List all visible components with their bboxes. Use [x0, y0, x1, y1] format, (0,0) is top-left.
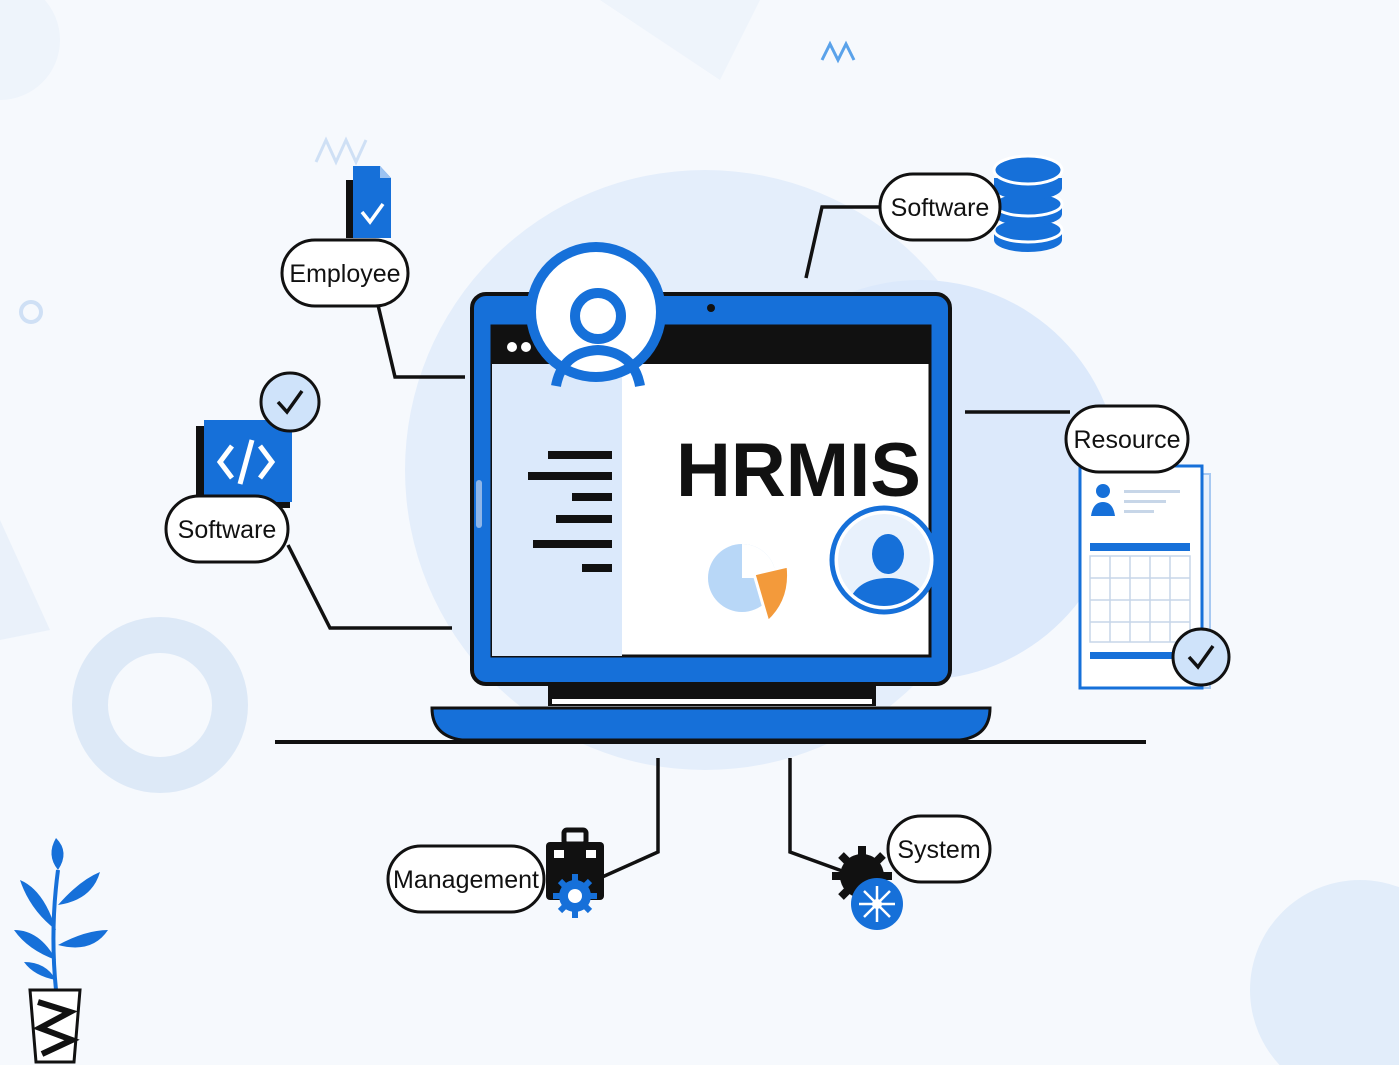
profile-avatar-icon	[526, 242, 666, 388]
software-left-label: Software	[178, 516, 277, 544]
plant-decoration-icon	[14, 838, 108, 1064]
screen-title: HRMIS	[676, 428, 921, 513]
resource-label: Resource	[1074, 426, 1181, 454]
system-node: System	[886, 814, 992, 884]
employee-node: Employee	[280, 238, 410, 308]
employee-label: Employee	[289, 260, 400, 288]
document-check-icon	[346, 166, 391, 238]
code-icon	[196, 420, 292, 508]
software-left-node: Software	[164, 494, 290, 564]
management-node: Management	[386, 844, 546, 914]
briefcase-gear-icon	[546, 827, 604, 918]
sidebar-menu-lines	[528, 451, 612, 572]
laptop	[430, 292, 992, 742]
connector-lines	[275, 205, 1146, 880]
check-badge-icon	[259, 371, 321, 433]
management-label: Management	[393, 866, 539, 894]
resource-check-badge-icon	[1171, 627, 1231, 687]
software-top-label: Software	[891, 194, 990, 222]
resource-node: Resource	[1064, 404, 1190, 474]
database-icon	[992, 154, 1064, 252]
system-label: System	[897, 836, 980, 864]
gear-network-icon	[832, 846, 903, 930]
software-top-node: Software	[878, 172, 1002, 242]
user-avatar-icon	[829, 505, 939, 615]
pie-chart-icon	[708, 544, 791, 625]
